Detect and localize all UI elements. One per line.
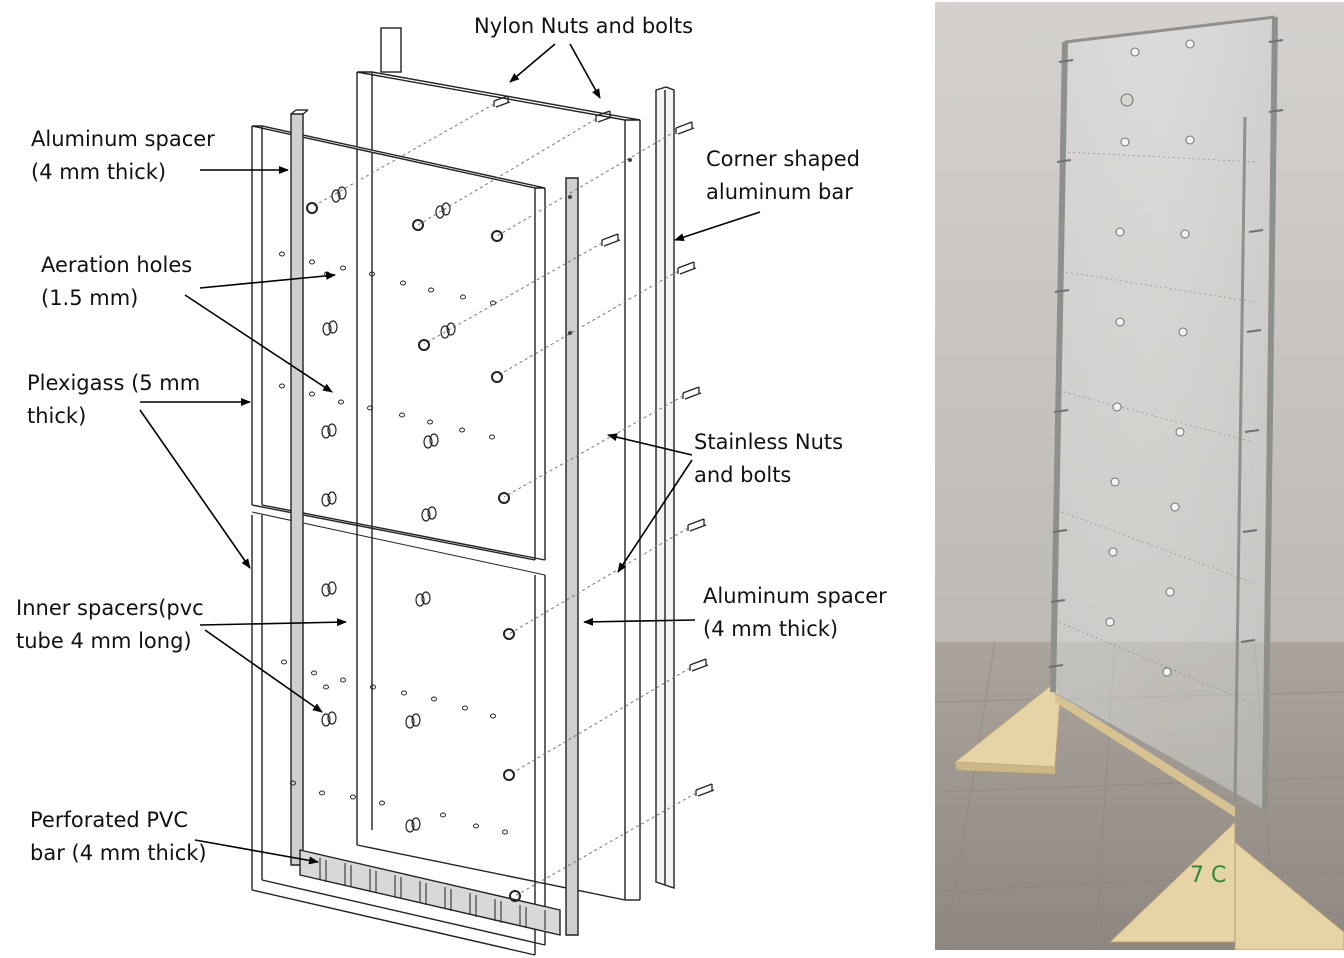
exploded-assembly-diagram [139, 27, 761, 956]
left-aluminum-spacer [290, 113, 304, 866]
label-perforated-line2: bar (4 mm thick) [30, 841, 207, 865]
nylon-bolts [493, 95, 613, 123]
assembled-device-photo: 7 C [935, 2, 1344, 950]
label-plexiglass-line1: Plexigass (5 mm [27, 371, 201, 395]
label-perforated-line1: Perforated PVC [30, 808, 189, 832]
callout-arrows [139, 43, 761, 865]
wooden-stand-right: 7 C [1108, 820, 1344, 950]
perforated-pvc-bar [299, 849, 561, 936]
label-aluminum-left-line2: (4 mm thick) [31, 160, 167, 184]
nut-washers [306, 202, 521, 902]
label-nylon-nuts: Nylon Nuts and bolts [474, 10, 693, 43]
aeration-holes [279, 251, 508, 835]
label-inner-spacers: Inner spacers(pvc tube 4 mm long) [16, 592, 204, 658]
label-aluminum-right-line1: Aluminum spacer [703, 584, 887, 608]
label-inner-spacers-line1: Inner spacers(pvc [16, 596, 204, 620]
label-nylon-line1: Nylon Nuts and bolts [474, 14, 694, 38]
wooden-base-rail [1055, 692, 1235, 817]
bolt-leader-lines [311, 103, 697, 897]
panel-bolts [1105, 39, 1195, 677]
panel-seams [1058, 151, 1256, 703]
label-aluminum-spacer-right: Aluminum spacer (4 mm thick) [703, 580, 887, 646]
label-aeration-holes: Aeration holes (1.5 mm) [41, 249, 192, 315]
label-corner-line1: Corner shaped [706, 147, 861, 171]
front-upper-plexiglass-panel [251, 125, 546, 576]
label-corner-bar: Corner shaped aluminum bar [706, 143, 860, 209]
inner-spacer-tubes [321, 186, 456, 833]
spacer-fasteners [568, 158, 632, 335]
label-perforated-pvc: Perforated PVC bar (4 mm thick) [30, 804, 207, 870]
top-bracket [380, 27, 402, 73]
label-aluminum-left-line1: Aluminum spacer [31, 127, 215, 151]
label-stainless-nuts: Stainless Nuts and bolts [694, 426, 843, 492]
label-aeration-line1: Aeration holes [41, 253, 193, 277]
corner-aluminum-bar [655, 86, 675, 889]
label-aluminum-spacer-left: Aluminum spacer (4 mm thick) [31, 123, 215, 189]
front-lower-plexiglass-panel [251, 515, 546, 956]
label-stainless-line2: and bolts [694, 463, 792, 487]
back-plexiglass-panel [356, 71, 641, 901]
label-inner-spacers-line2: tube 4 mm long) [16, 629, 192, 653]
aluminum-frame [1050, 15, 1278, 811]
label-aluminum-right-line2: (4 mm thick) [703, 617, 839, 641]
right-aluminum-spacer [565, 177, 579, 936]
label-plexiglass: Plexigass (5 mm thick) [27, 367, 200, 433]
stand-marking: 7 C [1190, 863, 1226, 888]
frame-edge-bolts [1048, 39, 1284, 668]
label-plexiglass-line2: thick) [27, 404, 87, 428]
label-aeration-line2: (1.5 mm) [41, 286, 139, 310]
label-corner-line2: aluminum bar [706, 180, 853, 204]
stainless-bolts [601, 121, 715, 797]
label-stainless-line1: Stainless Nuts [694, 430, 844, 454]
